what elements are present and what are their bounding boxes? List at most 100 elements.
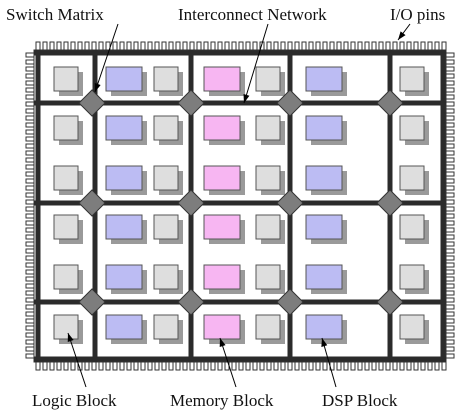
io-pin (294, 361, 300, 371)
io-pin (350, 361, 356, 371)
io-pin (273, 41, 279, 51)
io-pin (25, 136, 35, 142)
io-pin (189, 41, 195, 51)
io-pin (336, 361, 342, 371)
logic-block (153, 115, 179, 141)
io-pin (406, 361, 412, 371)
io-pin (399, 361, 405, 371)
io-pin (25, 129, 35, 135)
io-pin (445, 108, 455, 114)
dsp-block (305, 66, 343, 92)
memory-block (203, 66, 241, 92)
io-pin (266, 361, 272, 371)
io-pin (445, 73, 455, 79)
io-pin (445, 346, 455, 352)
io-pin (445, 87, 455, 93)
io-pin (161, 41, 167, 51)
io-pin (350, 41, 356, 51)
io-pin (445, 199, 455, 205)
io-pin (445, 339, 455, 345)
io-pin (25, 206, 35, 212)
io-pin (392, 41, 398, 51)
switch-matrix (78, 89, 106, 117)
interconnect-line-horizontal (34, 356, 446, 362)
io-pin (259, 361, 265, 371)
io-pins-group (25, 41, 455, 371)
switch-matrix (376, 189, 404, 217)
io-pin (294, 41, 300, 51)
switch-matrices (78, 89, 404, 316)
io-pin (231, 41, 237, 51)
io-pin (315, 361, 321, 371)
io-pin (140, 361, 146, 371)
io-pin (25, 143, 35, 149)
io-pin (217, 41, 223, 51)
memory-block (203, 214, 241, 240)
io-pin (25, 262, 35, 268)
io-pin (378, 361, 384, 371)
io-pin (445, 101, 455, 107)
io-pin (203, 41, 209, 51)
logic-block (255, 214, 281, 240)
io-pin (287, 41, 293, 51)
io-pin (25, 199, 35, 205)
io-pin (445, 206, 455, 212)
io-pin (301, 361, 307, 371)
io-pin (147, 41, 153, 51)
io-pin (196, 41, 202, 51)
io-pin (445, 262, 455, 268)
io-pin (98, 41, 104, 51)
io-pin (441, 41, 447, 51)
io-pin (441, 361, 447, 371)
io-pin (343, 361, 349, 371)
switch-matrix (177, 89, 205, 117)
io-pin (445, 311, 455, 317)
logic-block (53, 214, 79, 240)
io-pin (280, 361, 286, 371)
label-io-pins: I/O pins (390, 5, 445, 24)
switch-matrix (177, 189, 205, 217)
label-switch-matrix: Switch Matrix (6, 5, 104, 24)
io-pin (287, 361, 293, 371)
io-pin (445, 213, 455, 219)
io-pin (357, 361, 363, 371)
io-pin (25, 108, 35, 114)
io-pin (445, 234, 455, 240)
logic-block (153, 214, 179, 240)
switch-matrix (276, 89, 304, 117)
io-pin (25, 311, 35, 317)
io-pin (231, 361, 237, 371)
io-pin (445, 80, 455, 86)
io-pin (445, 164, 455, 170)
io-pin (42, 361, 48, 371)
callout-arrowhead (321, 338, 328, 347)
io-pin (182, 41, 188, 51)
io-pin (445, 241, 455, 247)
io-pin (336, 41, 342, 51)
io-pin (25, 220, 35, 226)
io-pin (445, 276, 455, 282)
callout-line (94, 23, 119, 93)
io-pin (445, 318, 455, 324)
io-pin (25, 59, 35, 65)
dsp-block (305, 214, 343, 240)
io-pin (25, 290, 35, 296)
io-pin (25, 332, 35, 338)
io-pin (25, 255, 35, 261)
io-pin (224, 41, 230, 51)
io-pin (25, 164, 35, 170)
io-pin (445, 94, 455, 100)
io-pin (445, 150, 455, 156)
label-interconnect-network: Interconnect Network (178, 5, 327, 24)
memory-block (203, 314, 241, 340)
io-pin (445, 304, 455, 310)
io-pin (420, 361, 426, 371)
logic-block (153, 66, 179, 92)
io-pin (133, 41, 139, 51)
logic-block (53, 264, 79, 290)
io-pin (25, 73, 35, 79)
io-pin (445, 290, 455, 296)
io-pin (445, 59, 455, 65)
io-pin (25, 150, 35, 156)
